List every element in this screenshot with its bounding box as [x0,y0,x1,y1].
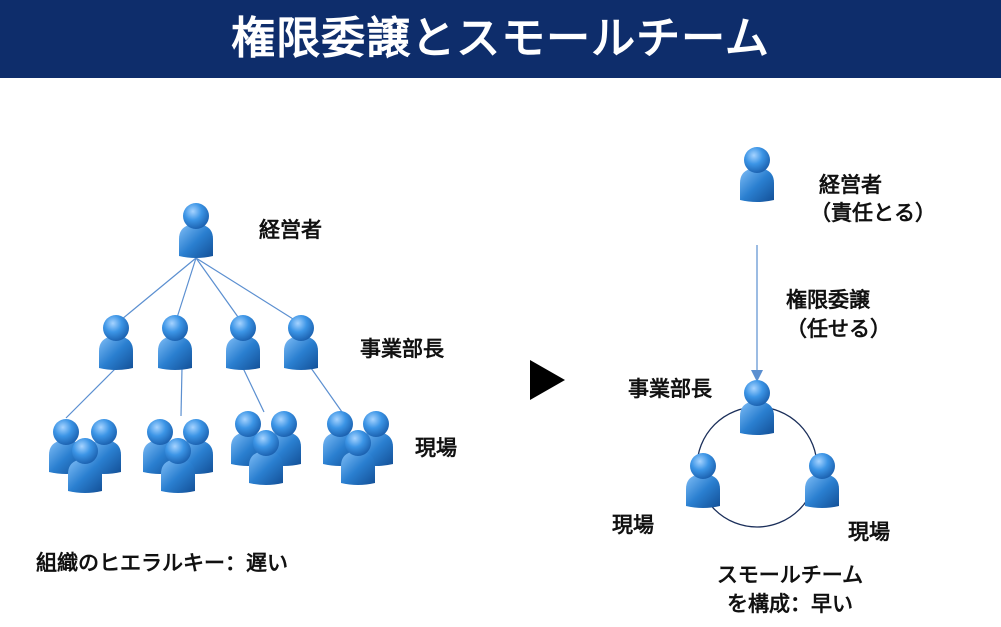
label-executive: 経営者 [259,218,322,242]
hierarchy-lines [65,257,343,419]
label-executive-right: 経営者 [819,173,882,197]
label-executive-note: （責任とる） [810,201,936,225]
team-division-head-icon [740,380,774,435]
caption-small-team-line2: を構成：早い [727,592,853,616]
label-field-right: 現場 [848,520,890,544]
division-head-icon-4 [284,315,318,370]
executive-person-icon [179,203,213,258]
label-division-head-right: 事業部長 [628,377,712,401]
field-group-icon-2 [143,419,213,493]
caption-hierarchy: 組織のヒエラルキー：遅い [36,551,288,575]
title-bar [0,0,1001,78]
team-field-icon-left [686,453,720,508]
division-head-icon-3 [226,315,260,370]
field-group-icon-1 [49,419,121,493]
label-division-heads: 事業部長 [360,337,444,361]
field-group-icon-3 [231,411,301,485]
caption-small-team-line1: スモールチーム [716,563,864,587]
label-delegation-note: （任せる） [786,317,891,341]
team-field-icon-right [805,453,839,508]
page-title: 権限委譲とスモールチーム [231,13,770,64]
division-head-icon-1 [99,315,133,370]
arrow-right-icon [530,360,565,400]
division-head-icon-2 [158,315,192,370]
label-field-left: 現場 [612,513,654,537]
label-field: 現場 [415,436,457,460]
executive-person-icon-right [740,147,774,202]
label-delegation: 権限委譲 [786,288,870,312]
field-group-icon-4 [323,411,393,485]
